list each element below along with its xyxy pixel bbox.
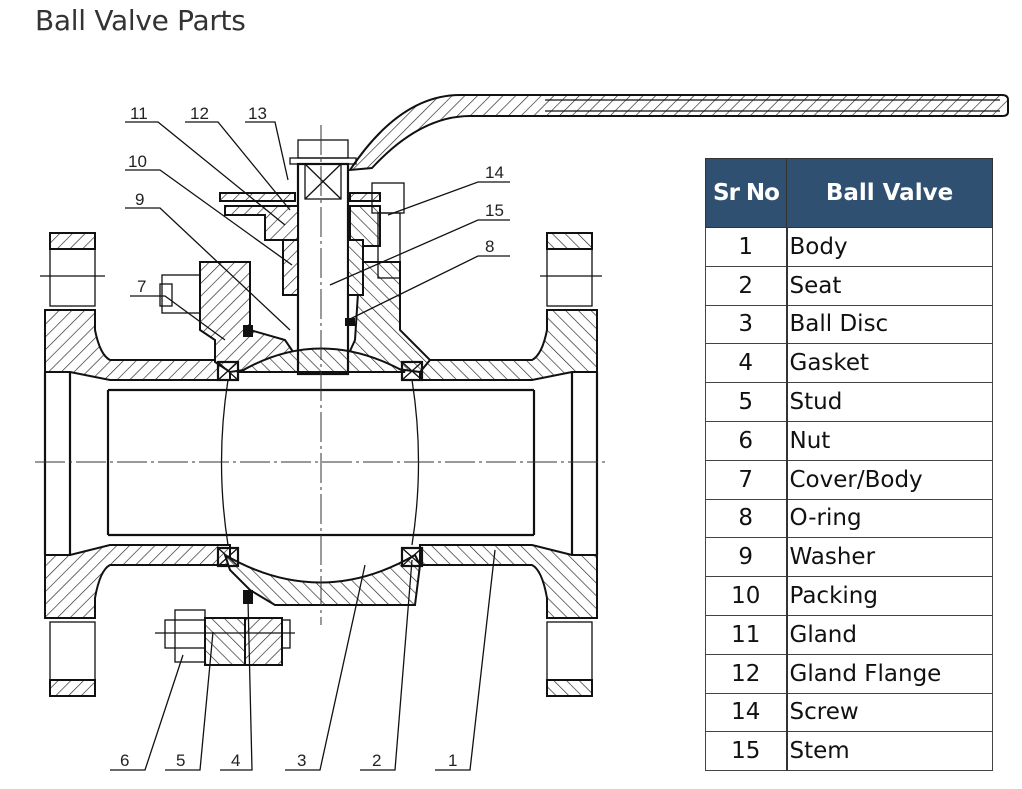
callout-8: 8 (485, 237, 494, 256)
page-title: Ball Valve Parts (35, 4, 246, 37)
part-number: 4 (705, 343, 788, 384)
callout-12: 12 (190, 104, 209, 123)
part-name: Washer (786, 537, 993, 578)
part-number: 1 (705, 227, 788, 267)
part-name: Ball Disc (786, 304, 993, 345)
callout-3: 3 (297, 751, 306, 770)
part-number: 2 (705, 265, 788, 306)
part-name: Gasket (786, 343, 993, 384)
callout-4: 4 (231, 751, 240, 770)
part-name: Screw (786, 692, 993, 733)
part-number: 3 (705, 304, 788, 345)
stem-assembly (159, 139, 405, 376)
part-name: Gland Flange (786, 653, 993, 694)
part-number: 7 (705, 459, 788, 500)
header-ball-valve: Ball Valve (786, 158, 993, 228)
part-number: 8 (705, 498, 788, 539)
part-number: 6 (705, 420, 788, 461)
callout-6: 6 (120, 751, 129, 770)
part-name: Nut (786, 420, 993, 461)
part-number: 14 (705, 692, 788, 733)
part-name: Stud (786, 382, 993, 422)
part-name: Stem (786, 731, 993, 772)
leader-lines (110, 121, 510, 771)
lever-handle (348, 94, 1009, 172)
part-number: 15 (705, 731, 788, 772)
part-name: Packing (786, 576, 993, 616)
table-header-row: Sr No Ball Valve (705, 158, 993, 228)
callout-15: 15 (485, 201, 504, 220)
right-flange (419, 232, 602, 697)
stud-nut-assembly (155, 590, 295, 666)
callout-2: 2 (372, 751, 381, 770)
callout-9: 9 (135, 190, 144, 209)
part-number: 10 (705, 576, 788, 616)
header-sr-no: Sr No (705, 158, 787, 228)
part-number: 5 (705, 382, 788, 422)
valve-body (108, 261, 534, 606)
part-name: Gland (786, 614, 993, 655)
part-name: Seat (786, 265, 993, 306)
part-name: Cover/Body (786, 459, 993, 500)
part-number: 11 (705, 614, 788, 655)
ball-valve-cross-section-drawing: 11 12 13 10 9 7 14 15 8 6 5 4 3 2 1 (35, 94, 1009, 771)
callout-5: 5 (176, 751, 185, 770)
callout-13: 13 (248, 104, 267, 123)
part-number: 12 (705, 653, 788, 694)
callout-11: 11 (130, 104, 148, 123)
callout-14: 14 (485, 163, 504, 182)
part-name: Body (786, 227, 993, 267)
part-number: 9 (705, 537, 788, 578)
part-name: O-ring (786, 498, 993, 539)
callout-1: 1 (448, 751, 457, 770)
callout-7: 7 (137, 277, 146, 296)
left-flange (40, 232, 231, 697)
callout-10: 10 (128, 152, 147, 171)
